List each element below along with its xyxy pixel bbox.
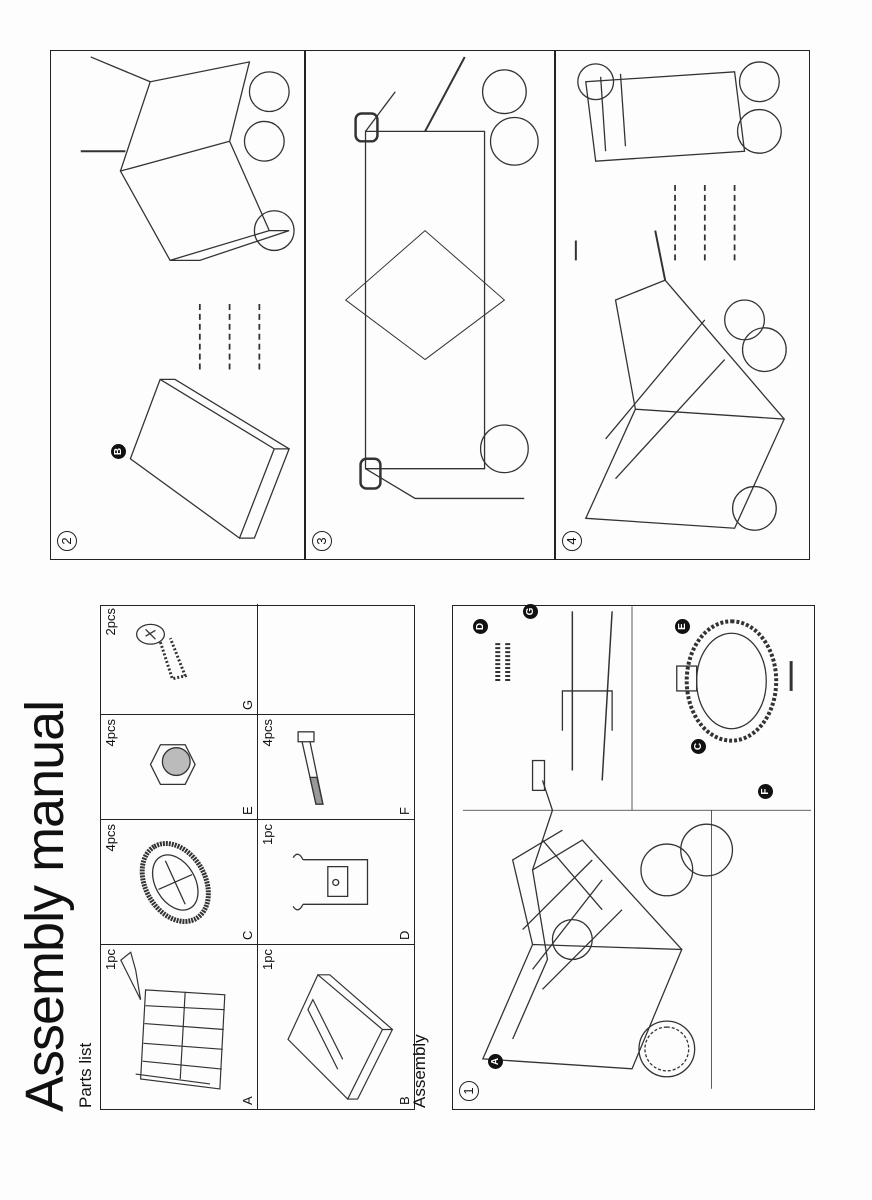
callout-c: C xyxy=(691,739,706,754)
part-qty: 1pc xyxy=(259,824,275,845)
part-g: G 2pcs xyxy=(101,604,258,714)
empty-cell xyxy=(258,604,415,714)
part-letter: A xyxy=(239,1096,255,1105)
part-letter: E xyxy=(239,806,255,815)
callout-e: E xyxy=(675,619,690,634)
step-number: 3 xyxy=(312,531,332,551)
cart-frame-assembly-illustration xyxy=(462,606,812,1089)
page-title: Assembly manual xyxy=(15,700,75,1112)
part-letter: D xyxy=(397,930,412,940)
step-number: 2 xyxy=(57,531,77,551)
attach-bag-illustration xyxy=(80,56,295,540)
callout-b: B xyxy=(111,444,126,459)
part-qty: 2pcs xyxy=(103,608,118,636)
step-number: 1 xyxy=(459,1081,479,1101)
parts-list-label: Parts list xyxy=(76,1042,95,1108)
part-qty: 4pcs xyxy=(259,719,275,747)
folded-cart-frame-icon xyxy=(120,951,226,1090)
bolt-icon xyxy=(296,731,324,805)
part-f: F 4pcs xyxy=(257,714,414,819)
part-letter: C xyxy=(239,930,255,940)
part-qty: 4pcs xyxy=(103,719,118,747)
part-a: A 1pc xyxy=(101,944,258,1109)
part-letter: G xyxy=(239,699,255,710)
assembly-label: Assembly xyxy=(410,1034,429,1108)
callout-g: G xyxy=(523,604,538,619)
part-e: E 4pcs xyxy=(101,714,258,819)
callout-a: A xyxy=(488,1054,503,1069)
nut-icon xyxy=(149,744,196,785)
step-3-panel: 3 xyxy=(305,50,555,560)
callout-d: D xyxy=(473,619,488,634)
callout-f: F xyxy=(758,784,773,799)
part-qty: 4pcs xyxy=(103,824,118,852)
screw-icon xyxy=(136,623,188,681)
step-2-panel: 2 B xyxy=(50,50,305,560)
step-number: 4 xyxy=(562,531,582,551)
step-4-panel: 4 xyxy=(555,50,810,560)
wheel-icon xyxy=(139,841,211,924)
step-1-panel: 1 A C D E F G xyxy=(452,604,815,1110)
part-d: D 1pc xyxy=(257,819,414,944)
part-c: C 4pcs xyxy=(101,819,258,944)
part-qty: 1pc xyxy=(259,949,275,970)
part-b: B 1pc xyxy=(257,944,414,1109)
part-letter: F xyxy=(397,807,412,815)
fabric-bag-icon xyxy=(286,973,393,1101)
clamp-icon xyxy=(292,853,368,911)
parts-grid: A 1pc C 4pcs E 4pcs G 2pcs B 1pc D 1pc xyxy=(100,604,415,1110)
fold-cart-illustration xyxy=(574,61,787,531)
part-qty: 1pc xyxy=(103,949,118,970)
cart-with-bag-illustration xyxy=(344,56,539,500)
